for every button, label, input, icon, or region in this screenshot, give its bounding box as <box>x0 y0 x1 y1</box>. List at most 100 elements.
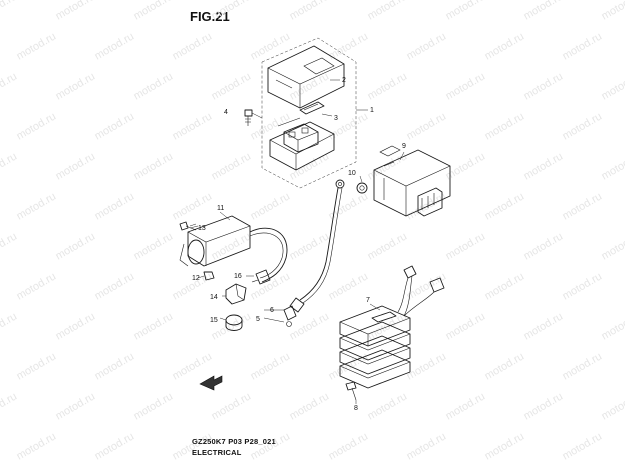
watermark-text: motod.ru <box>132 0 176 23</box>
model-code: GZ250K7 P03 P28_021 <box>192 437 276 446</box>
watermark-text: motod.ru <box>15 110 59 142</box>
watermark-text: motod.ru <box>171 110 215 142</box>
watermark-text: motod.ru <box>210 390 254 422</box>
ground-wire <box>289 179 345 313</box>
watermark-text: motod.ru <box>522 150 566 182</box>
watermark-text: motod.ru <box>327 270 371 302</box>
callout-13: 13 <box>198 225 206 232</box>
watermark-text: motod.ru <box>0 150 19 182</box>
callout-2: 2 <box>342 77 346 84</box>
watermark-text: motod.ru <box>405 350 449 382</box>
watermark-text: motod.ru <box>561 350 605 382</box>
nut <box>356 182 368 194</box>
watermark-text: motod.ru <box>54 150 98 182</box>
watermark-text: motod.ru <box>210 0 254 23</box>
watermark-text: motod.ru <box>132 150 176 182</box>
watermark-text: motod.ru <box>93 30 137 62</box>
watermark-text: motod.ru <box>15 30 59 62</box>
watermark-text: motod.ru <box>600 230 625 262</box>
watermark-text: motod.ru <box>0 0 19 23</box>
watermark-text: motod.ru <box>15 430 59 462</box>
watermark-text: motod.ru <box>54 390 98 422</box>
watermark-text: motod.ru <box>54 230 98 262</box>
watermark-text: motod.ru <box>15 350 59 382</box>
watermark-text: motod.ru <box>0 230 19 262</box>
watermark-text: motod.ru <box>171 430 215 462</box>
front-arrow-icon <box>199 375 223 391</box>
watermark-text: motod.ru <box>249 30 293 62</box>
watermark-text: motod.ru <box>132 310 176 342</box>
watermark-text: motod.ru <box>561 110 605 142</box>
watermark-text: motod.ru <box>249 270 293 302</box>
watermark-text: motod.ru <box>561 30 605 62</box>
watermark-text: motod.ru <box>249 110 293 142</box>
watermark-text: motod.ru <box>210 150 254 182</box>
watermark-text: motod.ru <box>405 430 449 462</box>
callout-15: 15 <box>210 317 218 324</box>
watermark-text: motod.ru <box>600 150 625 182</box>
watermark-text: motod.ru <box>600 0 625 23</box>
watermark-text: motod.ru <box>561 430 605 462</box>
watermark-text: motod.ru <box>132 230 176 262</box>
watermark-text: motod.ru <box>444 0 488 23</box>
nut-12 <box>203 271 215 281</box>
cdi-unit <box>373 145 451 217</box>
watermark-text: motod.ru <box>444 230 488 262</box>
watermark-text: motod.ru <box>600 70 625 102</box>
callout-1: 1 <box>370 107 374 114</box>
watermark-text: motod.ru <box>522 70 566 102</box>
watermark-text: motod.ru <box>483 30 527 62</box>
watermark-text: motod.ru <box>561 270 605 302</box>
watermark-text: motod.ru <box>483 190 527 222</box>
watermark-text: motod.ru <box>288 390 332 422</box>
watermark-text: motod.ru <box>600 310 625 342</box>
callout-11: 11 <box>217 205 224 212</box>
callout-10: 10 <box>348 170 356 177</box>
watermark-text: motod.ru <box>210 70 254 102</box>
watermark-text: motod.ru <box>288 0 332 23</box>
watermark-text: motod.ru <box>0 390 19 422</box>
callout-7: 7 <box>366 297 370 304</box>
watermark-text: motod.ru <box>522 310 566 342</box>
watermark-text: motod.ru <box>171 30 215 62</box>
watermark-text: motod.ru <box>483 350 527 382</box>
watermark-text: motod.ru <box>54 0 98 23</box>
watermark-text: motod.ru <box>0 70 19 102</box>
watermark-text: motod.ru <box>132 390 176 422</box>
callout-9: 9 <box>402 143 406 150</box>
watermark-text: motod.ru <box>405 30 449 62</box>
spark-plug-cap <box>225 283 247 305</box>
battery-holder-assembly <box>244 37 357 189</box>
section-title: ELECTRICAL <box>192 448 242 457</box>
callout-8: 8 <box>354 405 358 412</box>
watermark-text: motod.ru <box>483 110 527 142</box>
watermark-text: motod.ru <box>249 190 293 222</box>
watermark-text: motod.ru <box>288 230 332 262</box>
watermark-text: motod.ru <box>210 230 254 262</box>
wire-clamp <box>283 305 297 327</box>
watermark-text: motod.ru <box>93 190 137 222</box>
watermark-text: motod.ru <box>93 350 137 382</box>
watermark-text: motod.ru <box>600 390 625 422</box>
watermark-text: motod.ru <box>171 190 215 222</box>
callout-5: 5 <box>256 316 260 323</box>
watermark-text: motod.ru <box>483 430 527 462</box>
watermark-text: motod.ru <box>366 390 410 422</box>
watermark-text: motod.ru <box>522 0 566 23</box>
watermark-text: motod.ru <box>288 310 332 342</box>
watermark-text: motod.ru <box>366 0 410 23</box>
watermark-text: motod.ru <box>444 390 488 422</box>
callout-4: 4 <box>224 109 228 116</box>
callout-16: 16 <box>234 273 242 280</box>
watermark-text: motod.ru <box>54 310 98 342</box>
watermark-text: motod.ru <box>93 430 137 462</box>
callout-12: 12 <box>192 275 200 282</box>
watermark-text: motod.ru <box>54 70 98 102</box>
watermark-text: motod.ru <box>444 70 488 102</box>
watermark-text: motod.ru <box>444 310 488 342</box>
watermark-text: motod.ru <box>132 70 176 102</box>
watermark-text: motod.ru <box>522 230 566 262</box>
